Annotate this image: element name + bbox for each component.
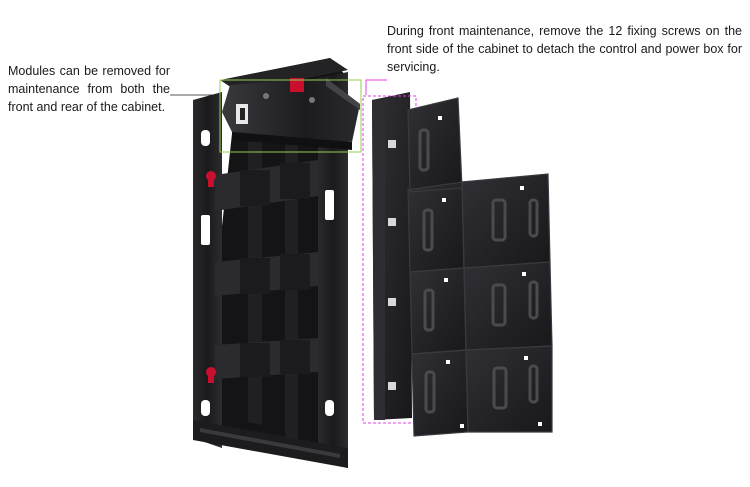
control-power-box [222, 78, 360, 150]
module-strip [372, 92, 412, 420]
leader-line-right [365, 79, 387, 95]
caption-front-maintenance-steps: During front maintenance, remove the 12 … [387, 24, 742, 74]
led-module-grid [402, 97, 553, 437]
screw-icon [402, 116, 542, 430]
handle-icon [418, 128, 539, 414]
latch-icon [206, 171, 216, 383]
caption-rear-front-maintenance: Modules can be removed for maintenance f… [8, 64, 170, 114]
cabinet-frame [193, 58, 348, 468]
highlight-box-green [219, 79, 362, 153]
